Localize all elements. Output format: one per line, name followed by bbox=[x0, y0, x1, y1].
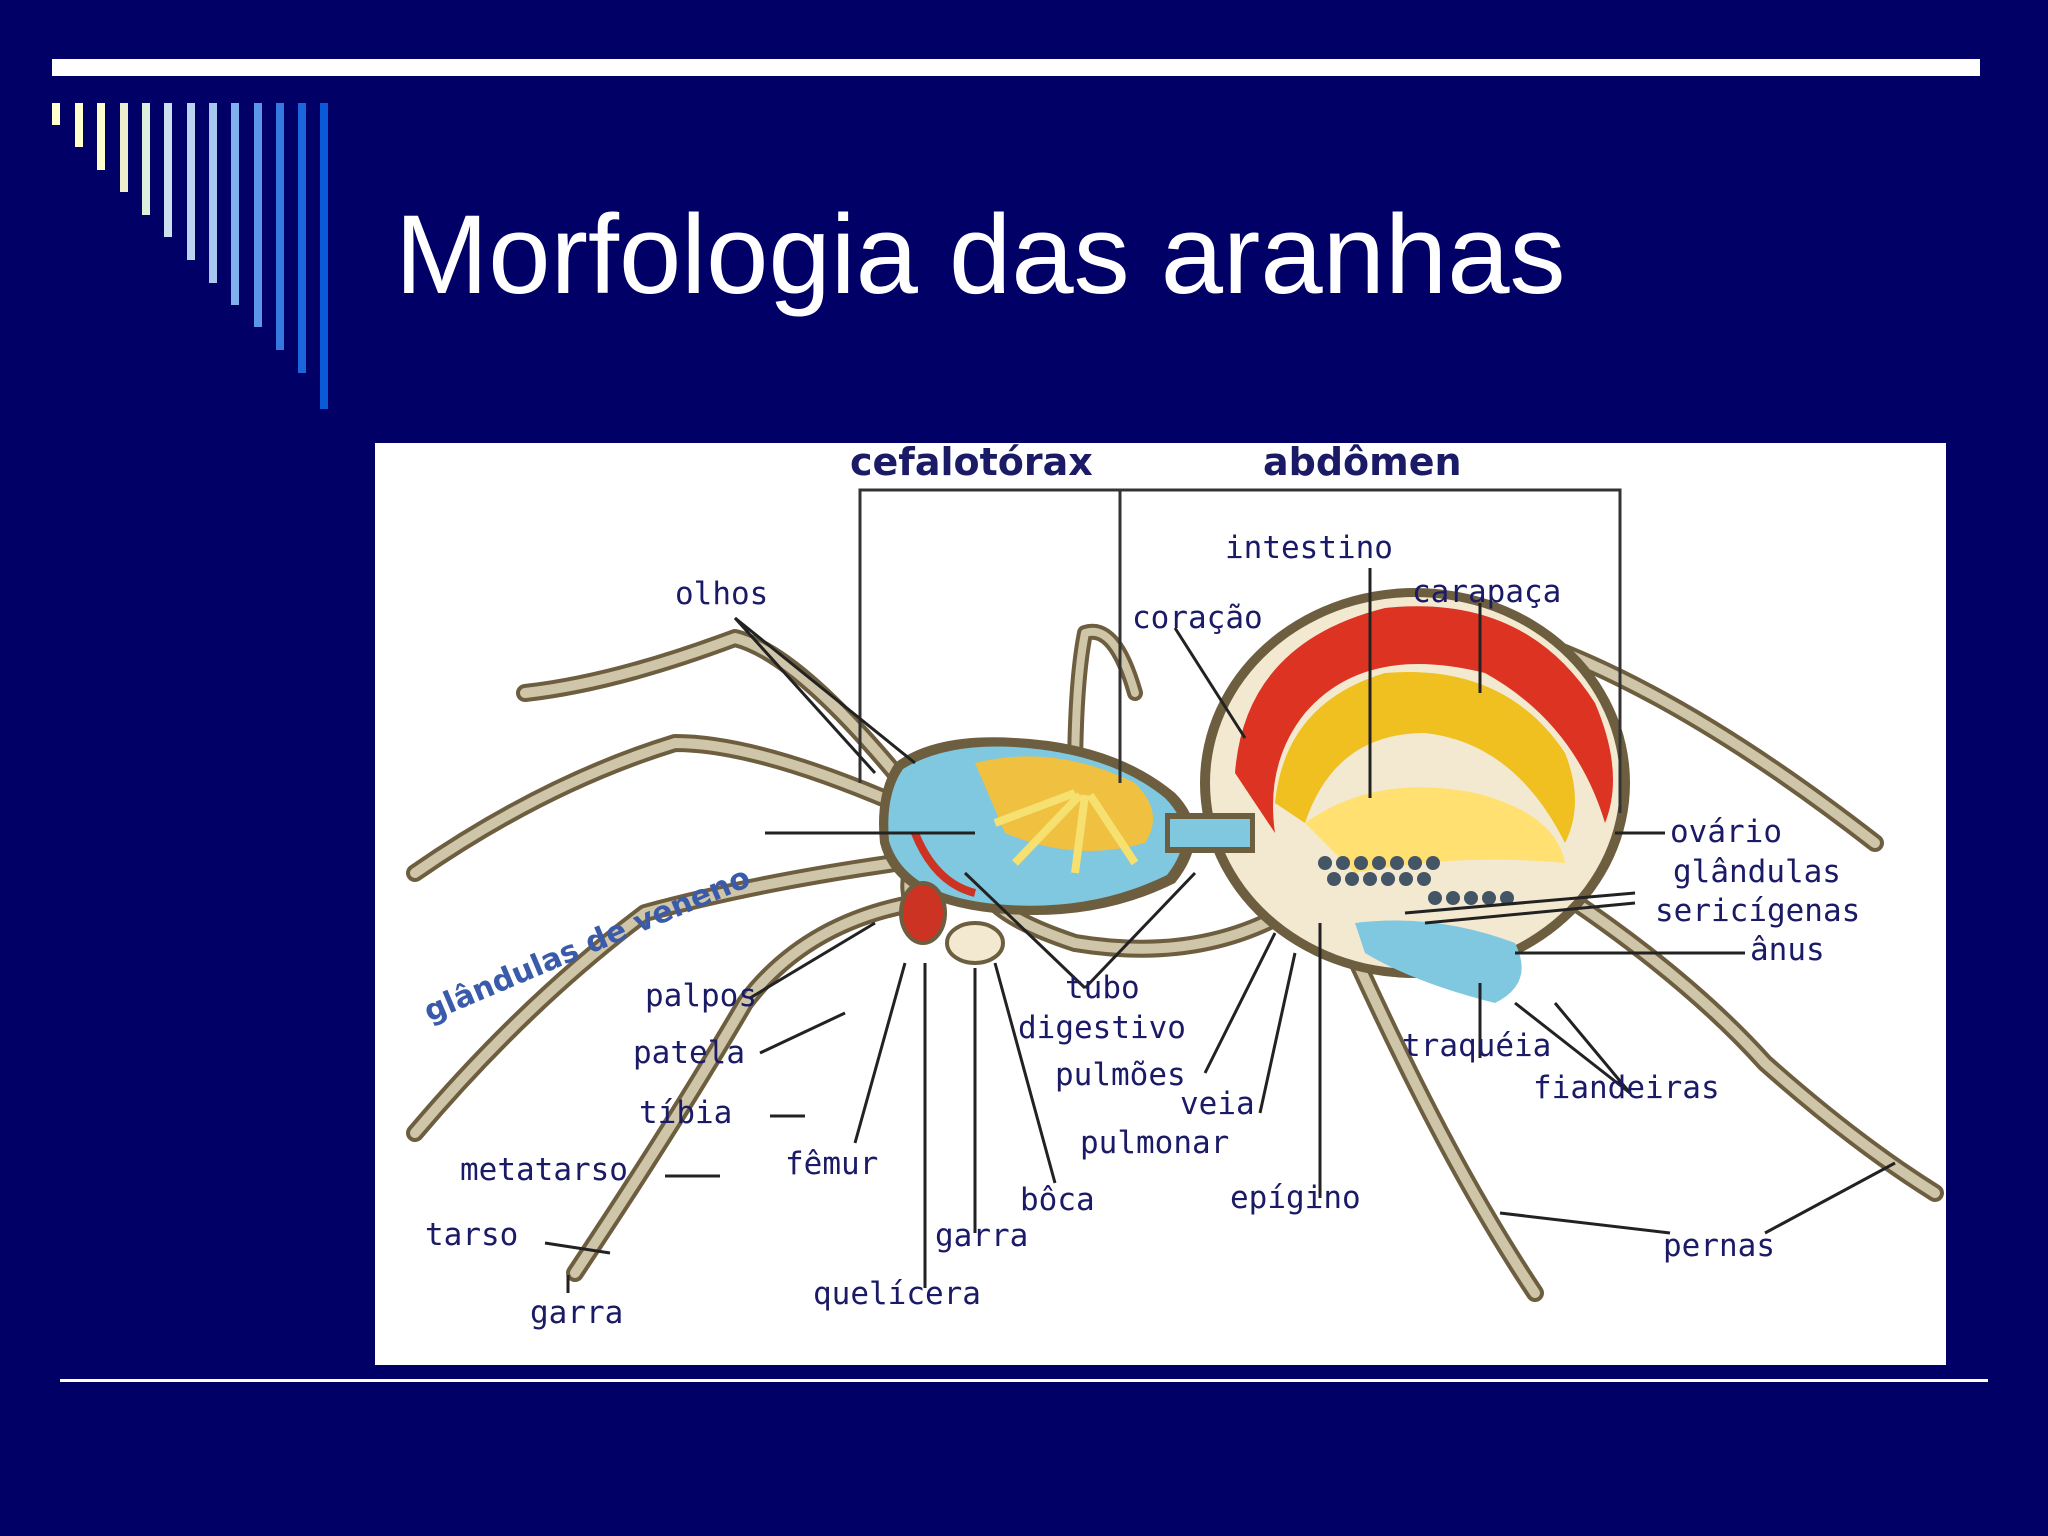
spider-illustration bbox=[406, 488, 1944, 1302]
stripe bbox=[254, 103, 262, 327]
label-olhos: olhos bbox=[675, 576, 769, 612]
cephalothorax-label: cefalotórax bbox=[850, 440, 1093, 484]
label-tubo: tubo bbox=[1065, 970, 1140, 1006]
label-anus: ânus bbox=[1750, 932, 1825, 968]
label-femur: fêmur bbox=[785, 1146, 879, 1182]
bottom-rule bbox=[60, 1379, 1988, 1382]
label-glandulas: glândulas bbox=[1673, 854, 1841, 890]
stripe bbox=[97, 103, 105, 170]
label-epigino: epígino bbox=[1230, 1180, 1361, 1216]
label-pernas: pernas bbox=[1663, 1228, 1775, 1264]
stripe bbox=[52, 103, 60, 125]
label-pulmonar: pulmonar bbox=[1080, 1125, 1230, 1161]
slide-title: Morfologia das aranhas bbox=[395, 192, 1566, 317]
stripe bbox=[75, 103, 83, 147]
stripe bbox=[298, 103, 306, 373]
label-quelicera: quelícera bbox=[813, 1276, 981, 1312]
stripe bbox=[164, 103, 172, 237]
label-tibia: tíbia bbox=[639, 1095, 733, 1131]
label-tarso: tarso bbox=[425, 1217, 519, 1253]
label-ovario: ovário bbox=[1670, 814, 1782, 850]
stripe bbox=[120, 103, 128, 192]
label-garra-left: garra bbox=[530, 1295, 624, 1331]
label-sericigenas: sericígenas bbox=[1655, 893, 1861, 929]
label-patela: patela bbox=[633, 1035, 745, 1071]
stripe bbox=[209, 103, 217, 283]
label-palpos: palpos bbox=[645, 978, 757, 1014]
label-traqueia: traquéia bbox=[1402, 1028, 1552, 1064]
label-coracao: coração bbox=[1132, 600, 1263, 636]
label-pulmoes: pulmões bbox=[1055, 1057, 1186, 1093]
label-metatarso: metatarso bbox=[460, 1152, 628, 1188]
stripe bbox=[320, 103, 328, 409]
stripe bbox=[142, 103, 150, 215]
label-carapaca: carapaça bbox=[1412, 574, 1562, 610]
label-veia: veia bbox=[1180, 1086, 1255, 1122]
label-fiandeiras: fiandeiras bbox=[1533, 1070, 1720, 1106]
label-intestino: intestino bbox=[1225, 530, 1393, 566]
stripe bbox=[187, 103, 195, 260]
abdomen-label: abdômen bbox=[1263, 440, 1462, 484]
stripe bbox=[231, 103, 239, 305]
top-rule bbox=[52, 59, 1980, 76]
label-boca: bôca bbox=[1020, 1182, 1095, 1218]
label-garra-mid: garra bbox=[935, 1218, 1029, 1254]
stripe bbox=[276, 103, 284, 350]
spider-diagram: cefalotórax abdômen olhos intestino cora… bbox=[375, 443, 1946, 1365]
label-digestivo: digestivo bbox=[1018, 1010, 1186, 1046]
